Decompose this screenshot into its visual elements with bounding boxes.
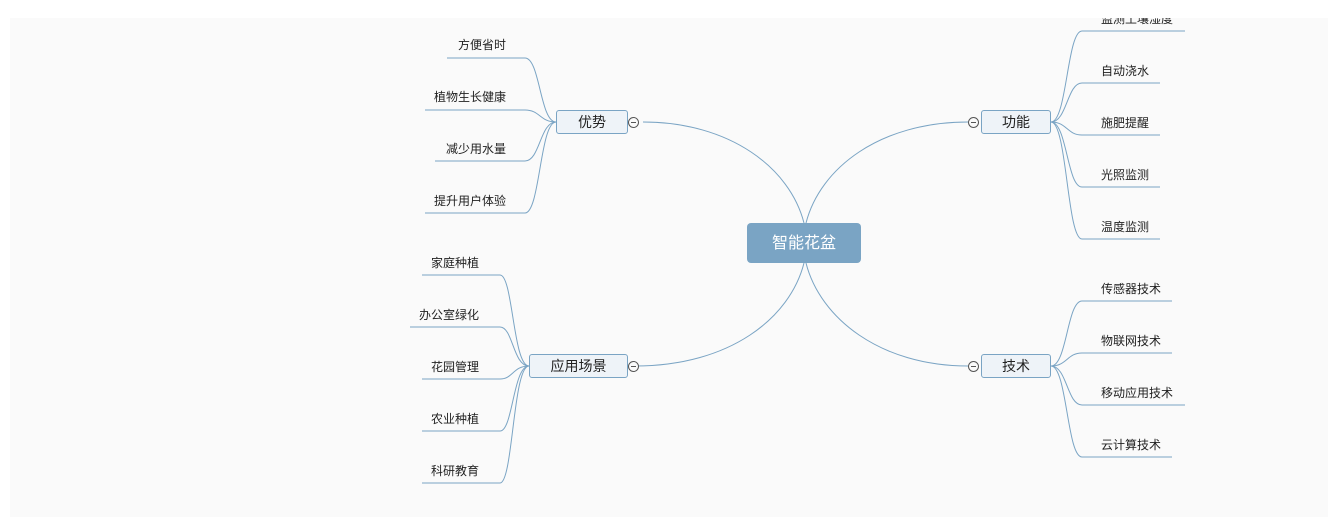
leaf-technology[interactable]: 移动应用技术 <box>1101 386 1174 400</box>
leaf-function[interactable]: 施肥提醒 <box>1101 116 1150 130</box>
link-root-functions <box>805 121 969 224</box>
link-fn-5 <box>1050 121 1160 240</box>
link-fn-3 <box>1050 121 1160 136</box>
link-adv-2 <box>425 109 557 123</box>
link-sc-5 <box>422 365 530 484</box>
collapse-functions-icon[interactable] <box>968 117 979 128</box>
leaf-technology[interactable]: 物联网技术 <box>1101 334 1162 348</box>
link-tech-3 <box>1050 365 1185 406</box>
link-root-technology <box>805 262 969 367</box>
branch-advantages[interactable]: 优势 <box>556 110 628 134</box>
branch-technology[interactable]: 技术 <box>981 354 1051 378</box>
link-sc-1 <box>422 274 530 367</box>
branch-functions[interactable]: 功能 <box>981 110 1051 134</box>
leaf-function[interactable]: 温度监测 <box>1101 220 1150 234</box>
link-adv-3 <box>435 121 557 162</box>
link-sc-3 <box>422 365 530 380</box>
root-node[interactable]: 智能花盆 <box>747 223 861 263</box>
link-sc-2 <box>410 326 530 367</box>
link-fn-1 <box>1050 30 1185 123</box>
mindmap-canvas: 智能花盆 优势 应用场景 功能 技术 方便省时 植物生长健康 减少用水量 提升用… <box>10 18 1328 517</box>
leaf-function[interactable]: 监测土壤湿度 <box>1101 18 1174 26</box>
leaf-advantage[interactable]: 提升用户体验 <box>433 194 506 208</box>
link-sc-4 <box>422 365 530 432</box>
link-tech-2 <box>1050 352 1172 367</box>
leaf-technology[interactable]: 云计算技术 <box>1101 438 1162 452</box>
leaf-advantage[interactable]: 植物生长健康 <box>433 90 506 104</box>
link-fn-2 <box>1050 82 1160 123</box>
leaf-function[interactable]: 光照监测 <box>1101 168 1150 182</box>
link-adv-4 <box>425 121 557 214</box>
branch-scenarios[interactable]: 应用场景 <box>529 354 628 378</box>
leaf-scenario[interactable]: 农业种植 <box>430 412 479 426</box>
leaf-technology[interactable]: 传感器技术 <box>1101 282 1162 296</box>
collapse-advantages-icon[interactable] <box>628 117 639 128</box>
collapse-scenarios-icon[interactable] <box>628 361 639 372</box>
link-adv-1 <box>447 57 557 123</box>
link-root-advantages <box>642 121 805 224</box>
link-fn-4 <box>1050 121 1160 188</box>
link-tech-1 <box>1050 300 1172 367</box>
link-tech-4 <box>1050 365 1172 458</box>
leaf-function[interactable]: 自动浇水 <box>1101 64 1150 78</box>
leaf-advantage[interactable]: 减少用水量 <box>445 142 506 156</box>
collapse-technology-icon[interactable] <box>968 361 979 372</box>
leaf-scenario[interactable]: 科研教育 <box>430 464 479 478</box>
connector-lines <box>410 30 1185 484</box>
leaf-advantage[interactable]: 方便省时 <box>457 38 506 52</box>
leaf-scenario[interactable]: 家庭种植 <box>430 256 479 270</box>
link-root-scenarios <box>634 262 805 367</box>
leaf-scenario[interactable]: 办公室绿化 <box>418 308 479 322</box>
leaf-scenario[interactable]: 花园管理 <box>430 360 479 374</box>
